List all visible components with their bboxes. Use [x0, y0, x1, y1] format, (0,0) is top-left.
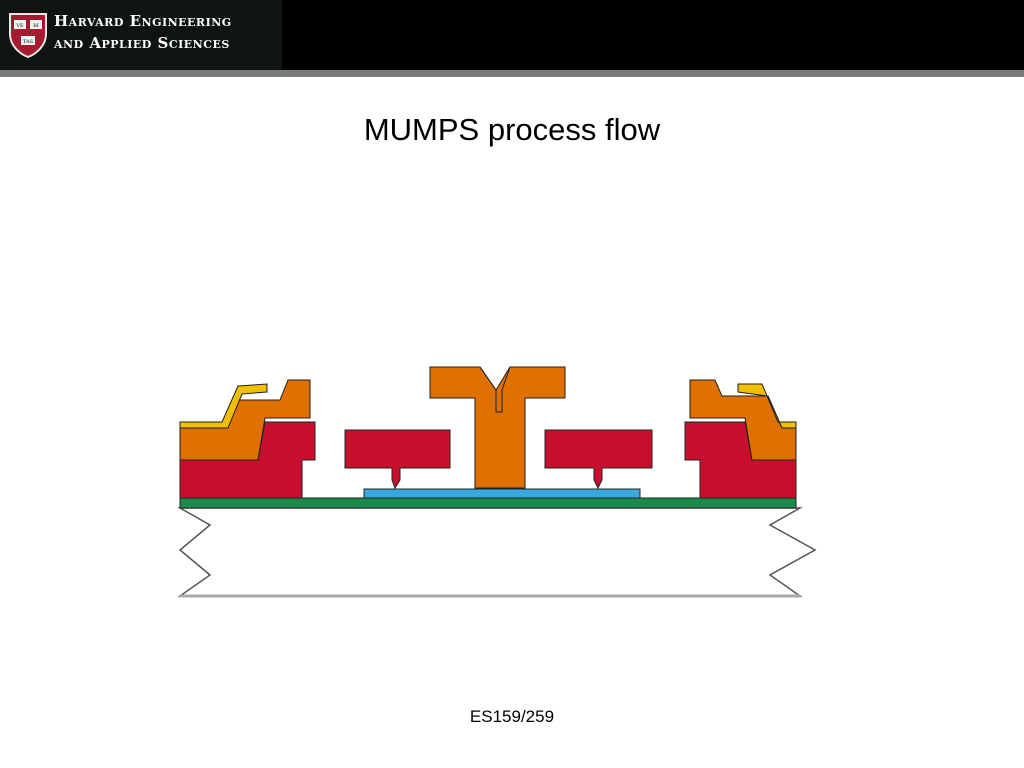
center-poly2-y-structure — [429, 366, 566, 489]
logo-line-2: and Applied Sciences — [54, 34, 230, 52]
nitride-layer — [179, 497, 797, 509]
logo-line-1: Harvard Engineering — [54, 12, 232, 30]
poly0-layer — [363, 488, 641, 499]
slide-footer: ES159/259 — [469, 707, 555, 726]
right-poly1-plate — [544, 429, 653, 490]
mumps-cross-section-diagram — [177, 366, 817, 598]
shield-text-bottom: TAS — [23, 39, 34, 45]
substrate — [177, 507, 817, 597]
left-metal-layer — [179, 383, 268, 429]
center-poly2-notch — [479, 366, 511, 413]
shield-text-ve: VE — [15, 23, 24, 29]
logo-text: Harvard Engineering and Applied Sciences — [54, 10, 232, 54]
harvard-logo: VE RI TAS Harvard Engineering and Applie… — [0, 0, 282, 70]
harvard-shield-icon: VE RI TAS — [9, 13, 47, 58]
left-poly1-plate — [344, 429, 451, 490]
header-strip — [0, 70, 1024, 77]
shield-text-ri: RI — [33, 23, 39, 29]
right-metal-layer — [737, 383, 797, 429]
slide-title: MUMPS process flow — [363, 112, 661, 147]
